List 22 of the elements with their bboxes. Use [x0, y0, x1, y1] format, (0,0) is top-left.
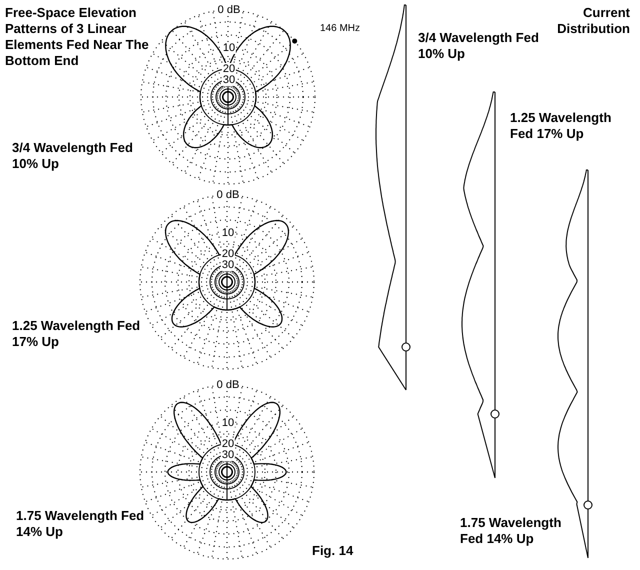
element-label: 1.75 Wavelength Fed 14% Up [460, 515, 562, 547]
scale-label: 0 dB [216, 189, 240, 201]
scale-label: 10 [222, 42, 236, 54]
scale-label: 30 [220, 259, 236, 271]
scale-label: 20 [222, 63, 236, 75]
scale-label: 0 dB [216, 379, 240, 391]
element-label: 1.25 Wavelength Fed 17% Up [510, 110, 612, 142]
scale-label: 20 [220, 438, 236, 450]
scale-label: 10 [220, 227, 236, 239]
pattern-label: 1.25 Wavelength Fed 17% Up [12, 318, 142, 350]
element-label: 3/4 Wavelength Fed 10% Up [418, 30, 540, 62]
heading: Current Distribution [556, 5, 630, 37]
figure-caption: Fig. 14 [312, 543, 354, 559]
scale-label: 30 [222, 74, 236, 86]
frequency-label: 146 MHz [320, 23, 362, 35]
title: Free-Space Elevation Patterns of 3 Linear Elements Fed Near The Bottom End [5, 5, 150, 69]
scale-label: 20 [220, 248, 236, 260]
scale-label: 30 [220, 449, 236, 461]
scale-label: 10 [220, 417, 236, 429]
pattern-label: 1.75 Wavelength Fed 14% Up [16, 508, 146, 540]
pattern-label: 3/4 Wavelength Fed 10% Up [12, 140, 134, 172]
scale-label: 0 dB [216, 4, 242, 16]
